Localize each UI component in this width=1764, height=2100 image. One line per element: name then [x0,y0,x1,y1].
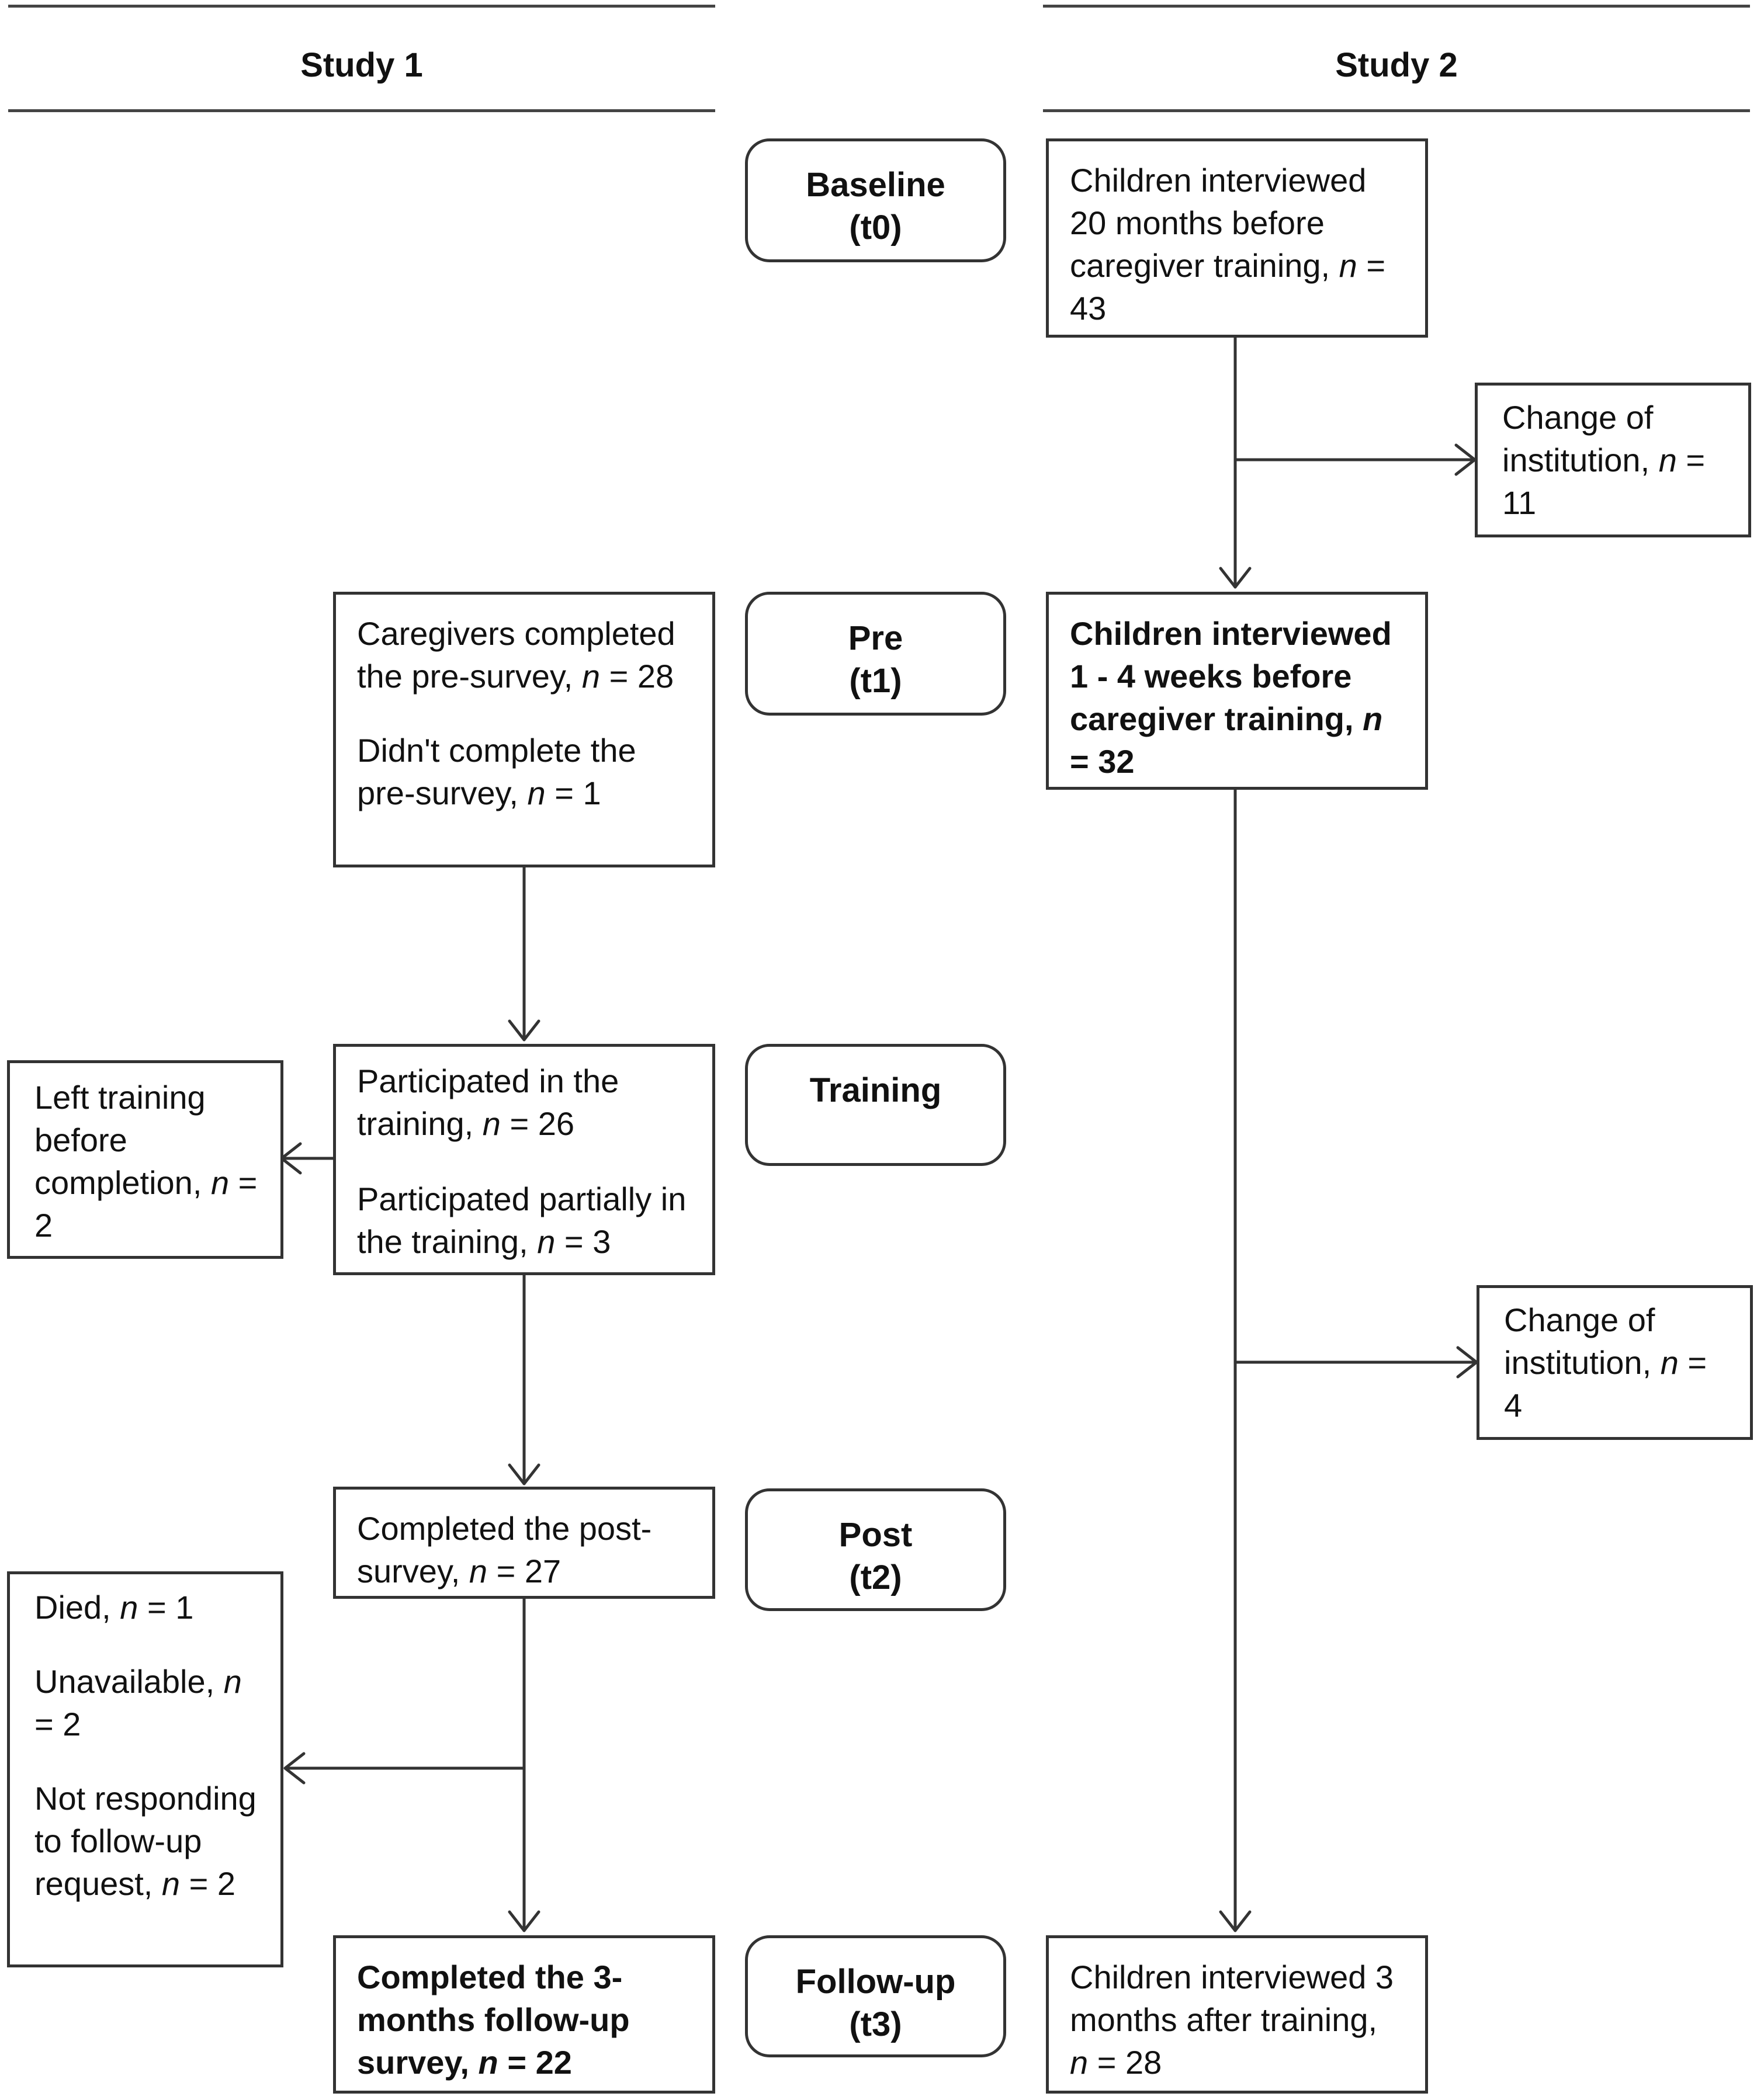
stage-followup-code: (t3) [849,2005,902,2043]
n-symbol: n [527,775,546,811]
arrowhead-dropout [283,1752,306,1785]
study1-training-partial-n: 3 [592,1223,611,1260]
arrowhead-post [508,1463,540,1485]
equals-sign: = [1070,743,1098,780]
stage-training: Training [745,1044,1006,1166]
n-symbol: n [161,1865,181,1902]
n-symbol: n [537,1223,556,1260]
n-symbol: n [1339,247,1357,284]
study2-pre-box: Children interviewed 1 - 4 weeks before … [1046,592,1428,790]
arrowhead-s2-followup [1219,1910,1252,1932]
n-symbol: n [210,1164,230,1201]
equals-sign: = [1357,247,1386,284]
n-symbol: n [223,1663,242,1700]
study2-change2-box: Change of institution, n = 4 [1477,1285,1753,1440]
study2-baseline-n: 43 [1070,290,1107,327]
equals-sign: = [34,1706,63,1743]
stage-baseline-title: Baseline [806,166,945,204]
study2-change1-text: Change of institution, [1502,399,1654,478]
n-symbol: n [469,1553,488,1589]
stage-post-code: (t2) [849,1558,902,1596]
study1-died-n: 1 [175,1589,194,1626]
study2-baseline-box: Children interviewed 20 months before ca… [1046,138,1428,338]
arrowhead-followup [508,1910,540,1932]
study1-left-training-box: Left training before completion, n = 2 [7,1060,283,1259]
study2-header-rule-bottom [1043,109,1750,112]
stage-post-title: Post [838,1516,913,1554]
study1-training-participated: Participated in the training, [357,1063,619,1142]
study1-header-rule-bottom [8,109,715,112]
study2-followup-box: Children interviewed 3 months after trai… [1046,1935,1428,2094]
study1-post-box: Completed the post-survey, n = 27 [333,1487,715,1599]
n-symbol: n [120,1589,138,1626]
study1-training-box: Participated in the training, n = 26 Par… [333,1044,715,1275]
equals-sign: = [1678,1344,1707,1381]
study1-pre-not-completed: Didn't complete the pre-survey, [357,732,636,811]
study1-not-responding-n: 2 [217,1865,236,1902]
n-symbol: n [581,658,601,695]
n-symbol: n [1658,442,1677,478]
equals-sign: = [555,1223,593,1260]
n-symbol: n [482,1105,501,1142]
study1-not-responding: Not responding to follow-up request, [34,1780,257,1902]
study2-change1-box: Change of institution, n = 11 [1475,383,1751,537]
equals-sign: = [1676,442,1706,478]
study2-followup-text: Children interviewed 3 months after trai… [1070,1959,1394,2038]
study1-left-training-text: Left training before completion, [34,1079,206,1201]
equals-sign: = [487,1553,525,1589]
n-symbol: n [1363,700,1383,737]
study1-pre-completed: Caregivers completed the pre-survey, [357,615,675,695]
study1-followup-box: Completed the 3-months follow-up survey,… [333,1935,715,2094]
stage-baseline: Baseline (t0) [745,138,1006,262]
study1-pre-box: Caregivers completed the pre-survey, n =… [333,592,715,867]
stage-post: Post (t2) [745,1488,1006,1611]
stage-baseline-code: (t0) [849,209,902,247]
study1-followup-n: 22 [535,2044,572,2081]
stage-pre-code: (t1) [849,662,902,700]
equals-sign: = [498,2044,536,2081]
study1-followup-text: Completed the 3-months follow-up survey, [357,1959,630,2081]
study1-post-n: 27 [524,1553,562,1589]
arrowhead-s2-pre [1219,567,1252,589]
study2-header-rule-top [1043,5,1750,8]
equals-sign: = [180,1865,217,1902]
study1-dropout-box: Died, n = 1 Unavailable, n = 2 Not respo… [7,1571,283,1967]
study1-training-partial: Participated partially in the training, [357,1181,687,1260]
n-symbol: n [478,2044,498,2081]
stage-pre: Pre (t1) [745,592,1006,716]
equals-sign: = [138,1589,176,1626]
study1-header: Study 1 [300,46,423,84]
study1-pre-completed-n: 28 [637,658,674,695]
equals-sign: = [229,1164,258,1201]
arrowhead-training [508,1019,540,1042]
study1-post-text: Completed the post-survey, [357,1510,652,1589]
study2-baseline-text: Children interviewed 20 months before ca… [1070,162,1367,284]
study2-followup-n: 28 [1125,2044,1162,2081]
equals-sign: = [545,775,583,811]
stage-training-title: Training [809,1071,942,1109]
study2-change2-text: Change of institution, [1504,1301,1655,1381]
equals-sign: = [500,1105,538,1142]
study1-pre-not-completed-n: 1 [583,775,601,811]
study1-unavailable: Unavailable, [34,1663,215,1700]
study1-left-training-n: 2 [34,1207,53,1244]
n-symbol: n [1660,1344,1679,1381]
study1-unavailable-n: 2 [63,1706,81,1743]
study1-training-participated-n: 26 [538,1105,575,1142]
study1-died: Died, [34,1589,120,1626]
equals-sign: = [600,658,637,695]
stage-followup-title: Follow-up [795,1963,956,2001]
study2-pre-text: Children interviewed 1 - 4 weeks before … [1070,615,1392,737]
n-symbol: n [1070,2044,1089,2081]
stage-pre-title: Pre [848,619,903,657]
study2-change2-n: 4 [1504,1387,1523,1424]
study2-header: Study 2 [1335,46,1458,84]
study2-change1-n: 11 [1502,484,1537,521]
stage-followup: Follow-up (t3) [745,1935,1006,2057]
study2-pre-n: 32 [1098,743,1135,780]
equals-sign: = [1088,2044,1125,2081]
study1-header-rule-top [8,5,715,8]
